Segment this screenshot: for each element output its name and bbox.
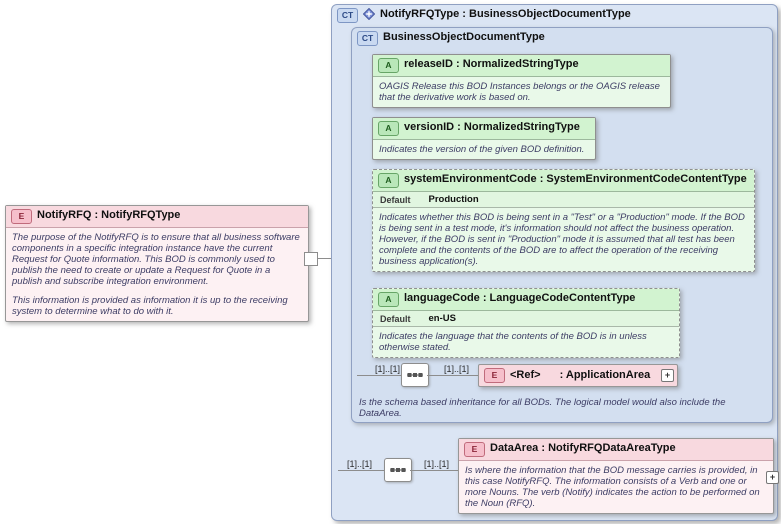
notifyrfq-element-header: E NotifyRFQ : NotifyRFQType — [6, 206, 308, 228]
doc-paragraph: This information is provided as informat… — [12, 295, 288, 317]
sequence-glyph — [407, 373, 423, 377]
connector-line — [315, 258, 331, 259]
attribute-doc: OAGIS Release this BOD Instances belongs… — [379, 81, 660, 103]
complex-type-icon: CT — [337, 8, 358, 23]
default-value-row: Default Production — [373, 192, 754, 208]
expand-button[interactable]: + — [766, 471, 779, 484]
default-value: en-US — [428, 313, 456, 324]
attribute-box-languagecode[interactable]: A languageCode : LanguageCodeContentType… — [372, 288, 680, 358]
attribute-doc: Indicates whether this BOD is being sent… — [379, 212, 745, 267]
element-icon: E — [11, 209, 32, 224]
sequence-icon[interactable] — [384, 458, 412, 482]
cardinality-label: [1]..[1] — [444, 364, 470, 374]
dataarea-element-title: DataArea : NotifyRFQDataAreaType — [490, 442, 676, 454]
attribute-header: A languageCode : LanguageCodeContentType — [373, 289, 679, 311]
basetype-doc: Is the schema based inheritance for all … — [359, 397, 726, 419]
notifyrfq-element-doc: The purpose of the NotifyRFQ is to ensur… — [6, 228, 308, 321]
applicationarea-ref-element-box[interactable]: E <Ref> : ApplicationArea — [478, 364, 678, 387]
attribute-box-releaseid[interactable]: A releaseID : NormalizedStringType OAGIS… — [372, 54, 671, 108]
attribute-doc: Indicates the version of the given BOD d… — [379, 144, 585, 155]
attribute-icon: A — [378, 58, 399, 73]
element-icon: E — [464, 442, 485, 457]
expand-button[interactable]: + — [661, 369, 674, 382]
dataarea-element-box[interactable]: E DataArea : NotifyRFQDataAreaType Is wh… — [458, 438, 774, 514]
default-label: Default — [380, 194, 411, 205]
attribute-title: systemEnvironmentCode : SystemEnvironmen… — [404, 173, 747, 185]
notifyrfqtype-title: NotifyRFQType : BusinessObjectDocumentTy… — [380, 8, 631, 20]
connector-line — [410, 470, 458, 471]
notifyrfqtype-header: CT NotifyRFQType : BusinessObjectDocumen… — [332, 5, 777, 26]
connector-line — [357, 375, 401, 376]
attribute-icon: A — [378, 173, 399, 188]
element-icon: E — [484, 368, 505, 383]
cardinality-label: [1]..[1] — [347, 459, 373, 469]
default-value: Production — [428, 194, 479, 205]
attribute-title: languageCode : LanguageCodeContentType — [404, 292, 636, 304]
connector-line — [338, 470, 384, 471]
sequence-icon[interactable] — [401, 363, 429, 387]
complex-type-icon: CT — [357, 31, 378, 46]
attribute-title: versionID : NormalizedStringType — [404, 121, 580, 133]
cardinality-label: [1]..[1] — [375, 364, 401, 374]
attribute-header: A releaseID : NormalizedStringType — [373, 55, 670, 77]
attribute-icon: A — [378, 292, 399, 307]
dataarea-element-doc: Is where the information that the BOD me… — [465, 465, 760, 509]
notifyrfq-element-box[interactable]: E NotifyRFQ : NotifyRFQType The purpose … — [5, 205, 309, 322]
attribute-icon: A — [378, 121, 399, 136]
dataarea-element-header: E DataArea : NotifyRFQDataAreaType — [459, 439, 773, 461]
attribute-box-versionid[interactable]: A versionID : NormalizedStringType Indic… — [372, 117, 596, 160]
connection-handle — [304, 252, 318, 266]
businessobjectdocumenttype-header: CT BusinessObjectDocumentType — [352, 28, 772, 49]
sequence-glyph — [390, 468, 406, 472]
default-label: Default — [380, 313, 411, 324]
cardinality-label: [1]..[1] — [424, 459, 450, 469]
attribute-header: A versionID : NormalizedStringType — [373, 118, 595, 140]
doc-paragraph: The purpose of the NotifyRFQ is to ensur… — [12, 232, 300, 287]
businessobjectdocumenttype-title: BusinessObjectDocumentType — [383, 31, 545, 43]
attribute-header: A systemEnvironmentCode : SystemEnvironm… — [373, 170, 754, 192]
derived-type-icon — [363, 8, 375, 20]
ref-name: <Ref> — [510, 369, 541, 381]
notifyrfq-element-title: NotifyRFQ : NotifyRFQType — [37, 209, 181, 221]
attribute-doc: Indicates the language that the contents… — [379, 331, 647, 353]
attribute-title: releaseID : NormalizedStringType — [404, 58, 579, 70]
default-value-row: Default en-US — [373, 311, 679, 327]
attribute-box-systemenvironmentcode[interactable]: A systemEnvironmentCode : SystemEnvironm… — [372, 169, 755, 272]
ref-type: : ApplicationArea — [559, 369, 651, 381]
connector-line — [427, 375, 478, 376]
